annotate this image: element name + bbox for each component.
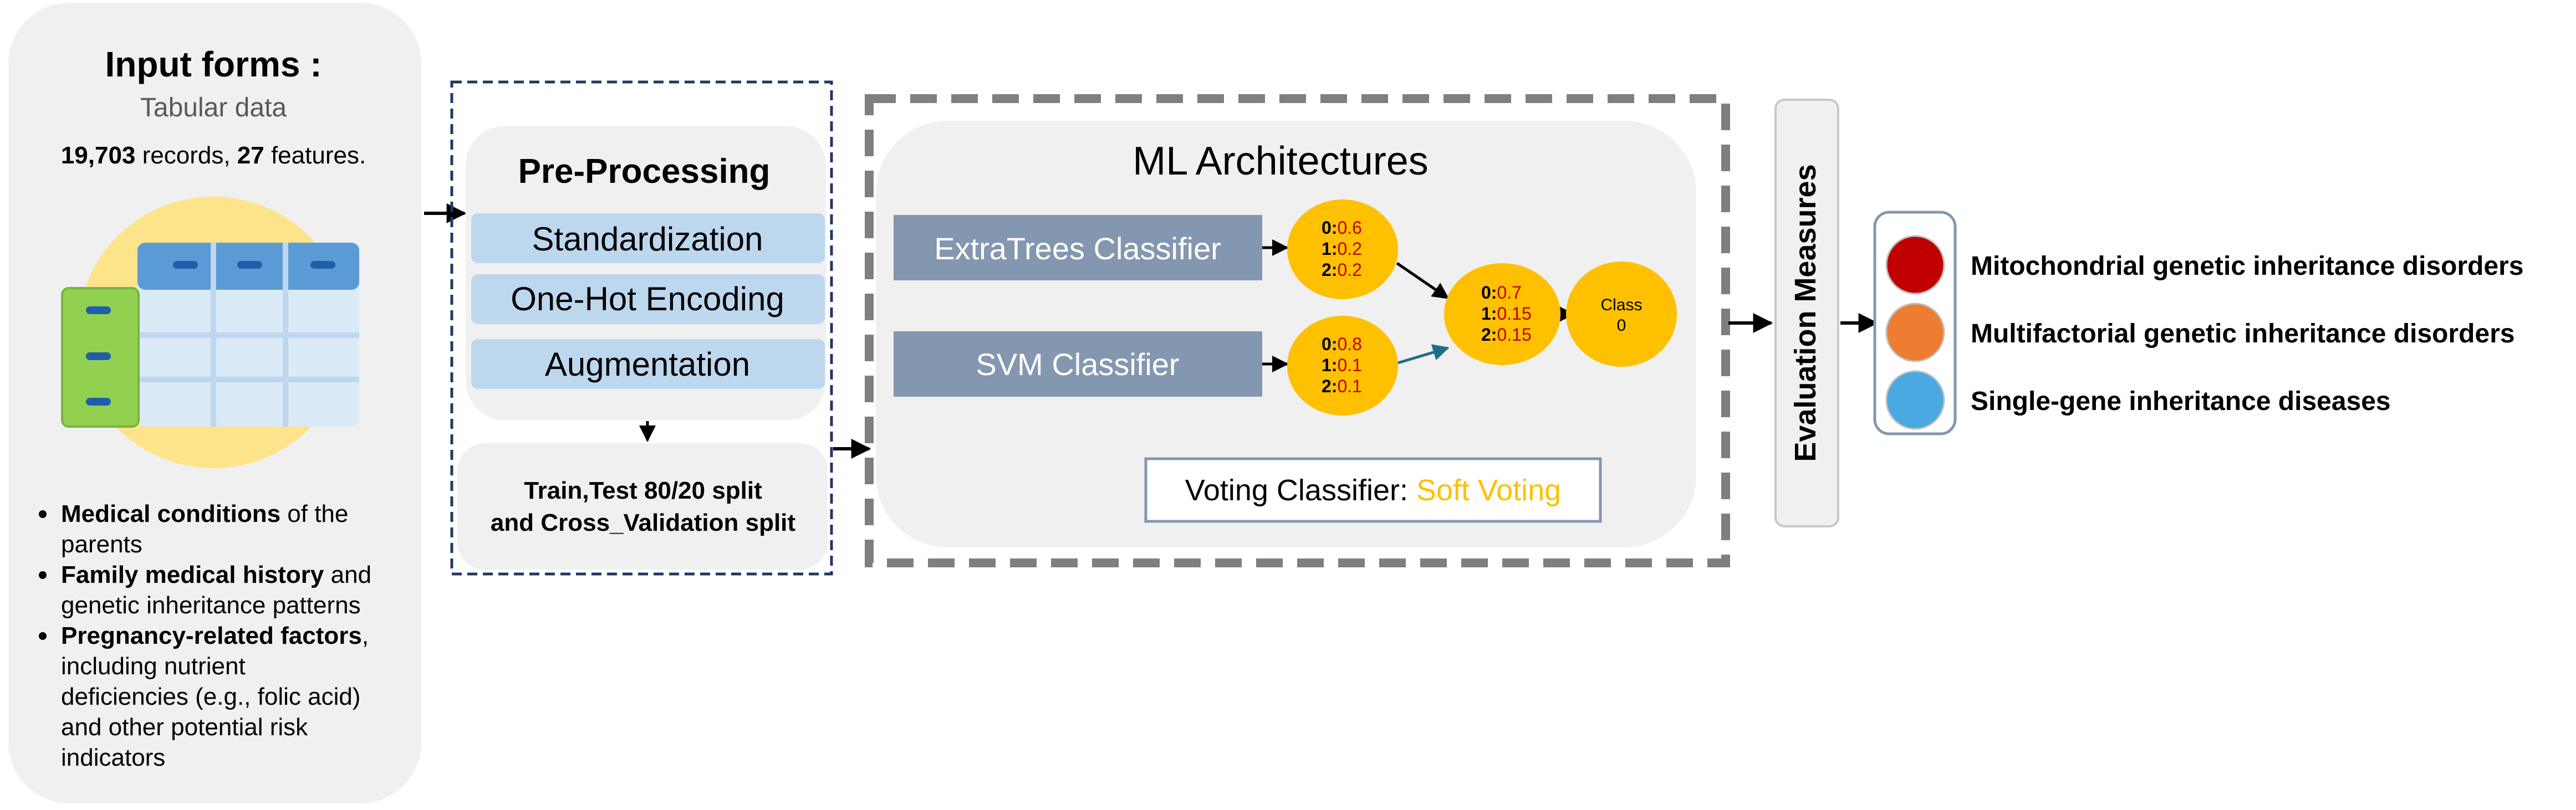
voting-classifier-text: Voting Classifier: Soft Voting — [1185, 474, 1561, 507]
output-label: Mitochondrial genetic inheritance disord… — [1971, 252, 2524, 281]
preprocessing-panel: Pre-Processing Standardization One-Hot E… — [450, 80, 833, 576]
step-standardization-label: Standardization — [532, 221, 763, 258]
bullet-line: Family medical history and — [61, 561, 371, 588]
bullet-line: including nutrient — [61, 653, 246, 680]
probability-node — [1444, 263, 1560, 365]
input-panel: Input forms : Tabular data 19,703 record… — [8, 3, 421, 803]
output-color-dot — [1885, 303, 1945, 362]
probability-node — [1287, 199, 1398, 299]
probability-row: 2:0.2 — [1322, 260, 1362, 280]
split-line-2: and Cross_Validation split — [491, 509, 795, 536]
split-line-1: Train,Test 80/20 split — [524, 477, 762, 504]
bullet-line: deficiencies (e.g., folic acid) — [61, 683, 360, 710]
evaluation-label: Evaluation Measures — [1789, 164, 1822, 462]
output-classes: Mitochondrial genetic inheritance disord… — [1885, 235, 2524, 430]
ml-title: ML Architectures — [1133, 139, 1429, 183]
bullet-line: Pregnancy-related factors, — [61, 622, 369, 649]
probability-row: 0:0.6 — [1322, 218, 1362, 238]
step-standardization — [471, 213, 825, 263]
step-one-hot-encoding — [471, 274, 825, 324]
arrow-probs2-to-average — [1397, 344, 1450, 365]
bullet-dot — [39, 510, 47, 518]
classifier-extratrees — [894, 215, 1262, 280]
outputs-panel: Mitochondrial genetic inheritance disord… — [1873, 211, 2524, 435]
split-box — [457, 443, 828, 570]
bullet-line: parents — [61, 531, 142, 558]
bullet-line: Medical conditions of the — [61, 500, 348, 527]
probability-row: 0:0.8 — [1322, 334, 1362, 354]
preprocessing-dashed-border — [450, 80, 833, 576]
ml-panel: ML Architectures ExtraTrees Classifier S… — [865, 94, 1730, 567]
arrow-probs1-to-average — [1396, 262, 1450, 300]
output-color-dot — [1885, 235, 1945, 295]
probability-row: 1:0.1 — [1322, 355, 1362, 375]
input-stats: 19,703 records, 27 features. — [61, 142, 366, 169]
class-node — [1566, 262, 1677, 367]
output-label: Single-gene inheritance diseases — [1971, 387, 2391, 416]
probability-row: 1:0.2 — [1322, 239, 1362, 259]
bullet-line: genetic inheritance patterns — [61, 592, 361, 619]
probability-row: 2:0.1 — [1322, 376, 1362, 396]
probability-row: 0:0.7 — [1481, 283, 1522, 303]
input-title: Input forms : — [105, 44, 322, 84]
probability-row: 2:0.15 — [1481, 325, 1532, 345]
probability-nodes: 0:0.61:0.22:0.2 0:0.81:0.12:0.1 0:0.71:0.1… — [1287, 199, 1560, 416]
class-node-value: 0 — [1617, 316, 1626, 335]
probability-row: 1:0.15 — [1481, 304, 1532, 324]
output-label: Multifactorial genetic inheritance disor… — [1971, 319, 2515, 348]
ml-dashed-border — [865, 94, 1730, 567]
evaluation-box — [1774, 99, 1839, 527]
bullet-dot — [39, 632, 47, 640]
table-icon — [61, 197, 359, 468]
classifier-svm — [894, 331, 1262, 397]
class-node-label: Class — [1600, 296, 1642, 314]
step-one-hot-encoding-label: One-Hot Encoding — [511, 280, 784, 317]
evaluation-panel: Evaluation Measures — [1774, 99, 1839, 527]
probability-node — [1287, 316, 1398, 416]
bullet-line: and other potential risk — [61, 714, 308, 741]
step-augmentation-label: Augmentation — [545, 346, 750, 383]
preprocessing-title: Pre-Processing — [518, 152, 771, 191]
classifier-extratrees-label: ExtraTrees Classifier — [934, 231, 1221, 266]
voting-classifier-box — [1144, 457, 1602, 523]
bullet-line: indicators — [61, 744, 165, 771]
step-augmentation — [471, 339, 825, 389]
input-subtitle: Tabular data — [140, 93, 287, 122]
output-color-dot — [1885, 370, 1945, 430]
bullet-dot — [39, 571, 47, 579]
classifier-svm-label: SVM Classifier — [976, 347, 1179, 382]
